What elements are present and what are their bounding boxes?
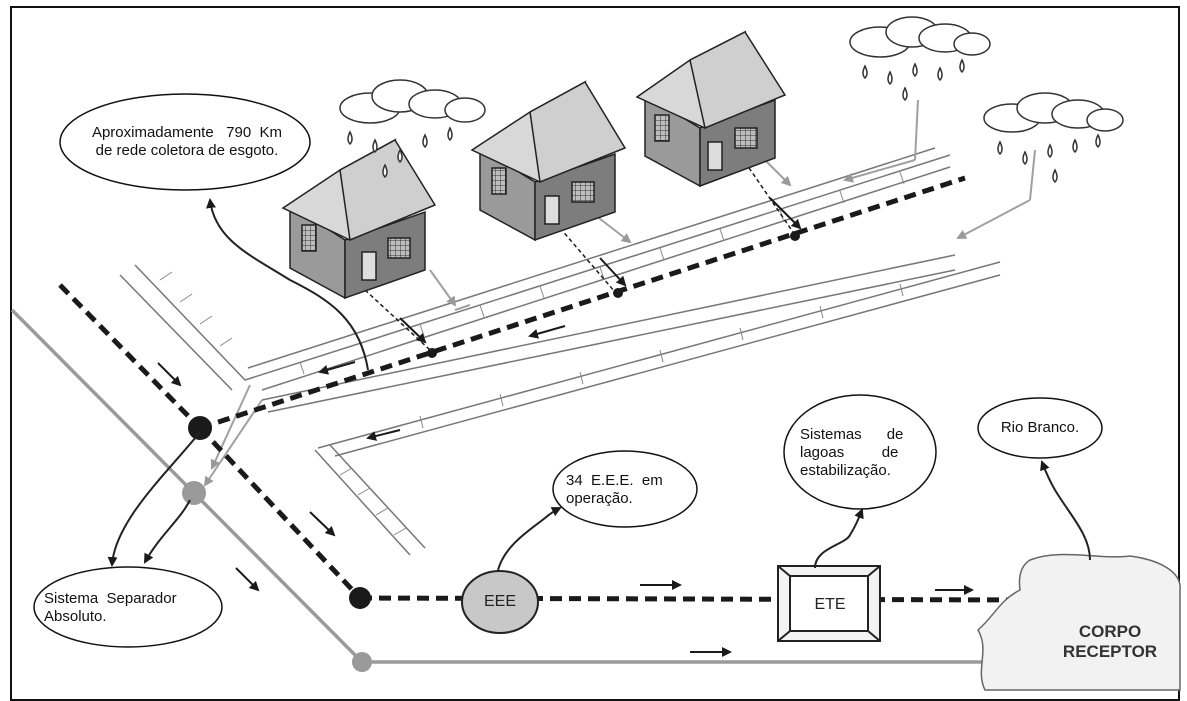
junction-nodes [182, 231, 800, 672]
callout-rede-line2: de rede coletora de esgoto. [95, 142, 279, 159]
callout-lagoas-line1: Sistemas de [800, 426, 904, 443]
callout-lagoas: Sistemas de lagoas de estabilização. [800, 424, 930, 482]
sewer-lines [58, 175, 1021, 603]
corpo-receptor-shape [977, 553, 1181, 691]
callout-rio-text: Rio Branco. [1000, 419, 1080, 436]
rain-cloud-3 [983, 92, 1124, 184]
house-3 [635, 30, 787, 188]
eee-pump-station [461, 570, 539, 634]
street-upper [119, 147, 956, 413]
diagram-frame [10, 6, 1180, 701]
corpo-receptor-label: CORPO RECEPTOR [1045, 622, 1175, 662]
house-connection-arrows [399, 197, 802, 344]
callout-lagoas-line3: estabilização. [800, 462, 891, 479]
callout-separador-line2: Absoluto. [44, 608, 107, 625]
rain-cloud-2 [849, 16, 991, 102]
ete-treatment-plant [777, 565, 881, 642]
corpo-line2: RECEPTOR [1062, 642, 1158, 661]
eee-label: EEE [483, 593, 516, 610]
callout-connectors [107, 198, 1091, 571]
rain-cloud-1 [339, 79, 486, 179]
street-lower-ticks [339, 283, 904, 536]
callout-eee-line2: operação. [566, 490, 633, 507]
storm-connections [203, 99, 1036, 487]
callout-rio-branco: Rio Branco. [985, 416, 1095, 440]
house-2 [470, 80, 627, 242]
callout-separador-line1: Sistema Separador [44, 590, 177, 607]
callout-eee-line1: 34 E.E.E. em [566, 472, 663, 489]
ete-label: ETE [814, 596, 846, 613]
callout-ellipses [33, 93, 1103, 648]
street-lower [314, 261, 1001, 556]
callout-rede-coletora: Aproximadamente 790 Km de rede coletora … [68, 120, 306, 164]
flow-arrows [157, 325, 974, 657]
callout-lagoas-line2: lagoas de [800, 444, 899, 461]
callout-eee-operacao: 34 E.E.E. em operação. [566, 470, 688, 510]
corpo-line1: CORPO [1078, 622, 1142, 641]
house-1 [281, 138, 437, 300]
callout-rede-line1: Aproximadamente 790 Km [91, 124, 283, 141]
callout-sistema-separador: Sistema Separador Absoluto. [44, 588, 216, 628]
